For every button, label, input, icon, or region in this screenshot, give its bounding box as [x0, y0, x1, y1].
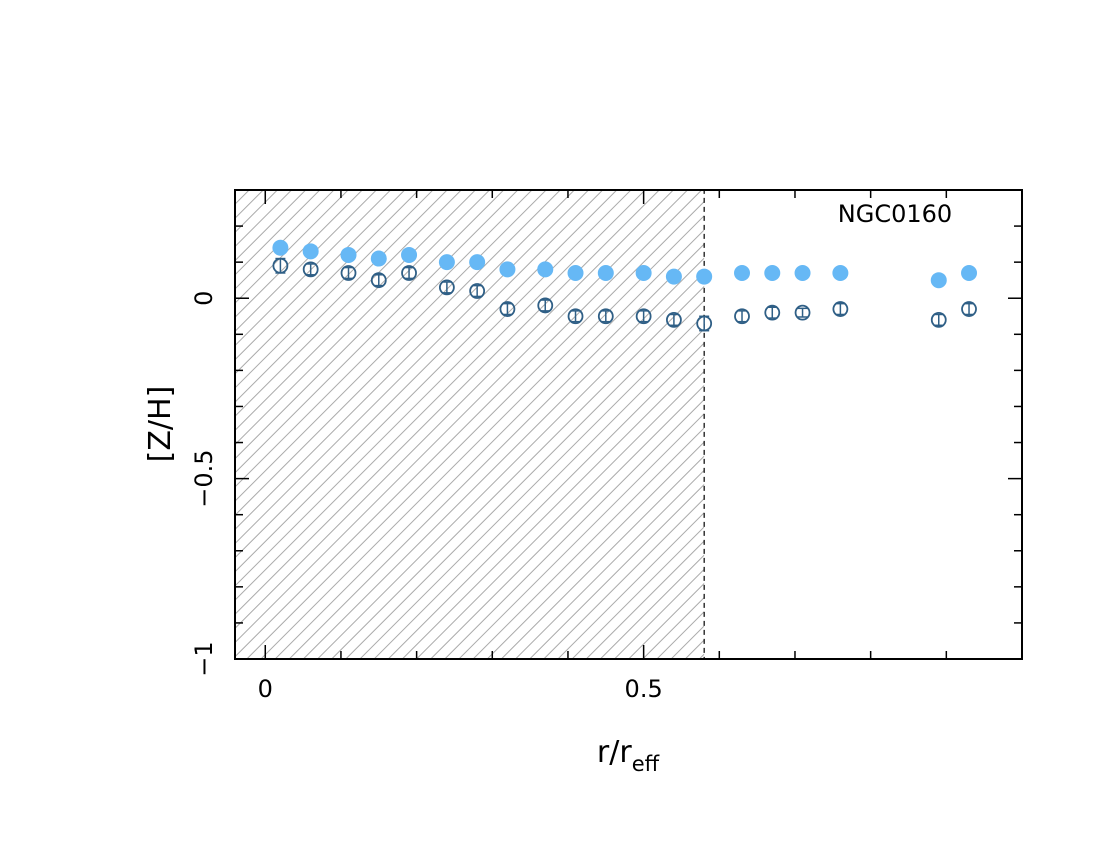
open-point — [734, 308, 750, 325]
open-point — [469, 283, 486, 299]
open-point — [794, 304, 811, 321]
open-point — [537, 297, 554, 314]
shaded-region — [234, 189, 705, 660]
filled-point — [930, 272, 947, 289]
open-point — [961, 301, 977, 317]
filled-point — [635, 264, 652, 281]
open-point — [438, 279, 455, 296]
filled-point — [832, 264, 849, 281]
filled-point — [469, 254, 486, 271]
filled-point — [272, 239, 289, 256]
open-point — [696, 315, 713, 332]
filled-point — [734, 264, 751, 281]
y-tick-label: 0 — [190, 291, 218, 306]
open-point — [272, 257, 289, 274]
open-point — [635, 308, 652, 325]
open-point — [401, 265, 417, 281]
filled-point — [597, 264, 614, 281]
open-point — [370, 272, 387, 289]
x-tick-label: 0 — [258, 675, 273, 703]
y-tick-label: −1 — [190, 641, 218, 676]
filled-point — [961, 264, 978, 281]
open-point — [597, 308, 614, 325]
galaxy-name: NGC0160 — [838, 200, 952, 228]
filled-point — [401, 246, 418, 263]
open-point — [832, 301, 849, 317]
data-markers — [272, 239, 978, 332]
filled-point — [340, 246, 357, 263]
y-tick-labels: 0 −0.5 −1 — [190, 291, 218, 677]
open-point — [340, 265, 357, 281]
filled-point — [567, 264, 584, 281]
filled-point — [665, 268, 682, 285]
open-point — [666, 311, 682, 328]
filled-point — [499, 261, 516, 278]
open-point — [499, 301, 516, 317]
open-point — [764, 304, 781, 321]
x-tick-label: 0.5 — [625, 675, 663, 703]
x-axis-label-subscript: eff — [632, 752, 660, 776]
open-point — [567, 308, 584, 325]
open-point — [930, 311, 947, 328]
plot-frame — [234, 189, 1023, 660]
filled-point — [764, 264, 781, 281]
filled-point — [537, 261, 554, 278]
filled-point — [794, 264, 811, 281]
open-point — [302, 261, 319, 278]
x-axis-label-main: r/r — [597, 735, 632, 770]
filled-point — [370, 250, 387, 267]
x-axis-label: r/reff — [597, 735, 660, 776]
filled-point — [696, 268, 713, 285]
filled-point — [302, 243, 319, 260]
filled-point — [438, 254, 455, 271]
y-axis-label: [Z/H] — [143, 386, 178, 463]
y-tick-label: −0.5 — [190, 449, 218, 507]
